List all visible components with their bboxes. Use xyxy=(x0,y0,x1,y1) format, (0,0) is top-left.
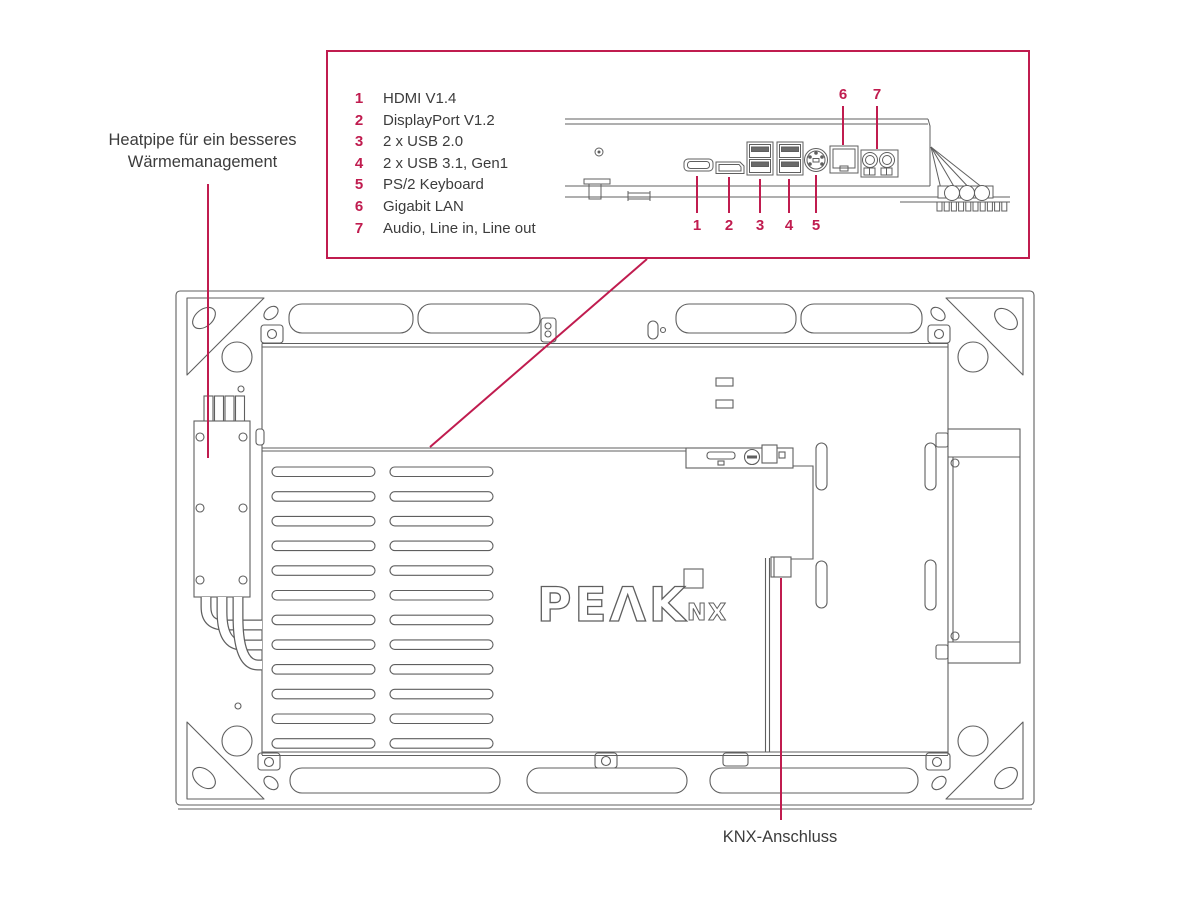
port-legend: 1 HDMI V1.4 2 DisplayPort V1.2 3 2 x USB… xyxy=(352,88,536,239)
port-number-5: 5 xyxy=(811,217,821,234)
legend-num: 5 xyxy=(354,176,364,194)
legend-label: Audio, Line in, Line out xyxy=(383,219,536,237)
port-number-6: 6 xyxy=(838,86,848,103)
legend-row: 4 2 x USB 3.1, Gen1 xyxy=(352,153,536,175)
right-module xyxy=(924,428,1021,664)
heatpipe-annotation: Heatpipe für ein besseres Wärmemanagemen… xyxy=(85,129,320,173)
legend-row: 2 DisplayPort V1.2 xyxy=(352,110,536,132)
legend-row: 1 HDMI V1.4 xyxy=(352,88,536,110)
peaknx-logo: PEΛK NX xyxy=(536,568,728,634)
latch-box xyxy=(685,442,828,609)
usb2-stack xyxy=(746,141,774,176)
port-number-7: 7 xyxy=(872,86,882,103)
bottom-fixing-tabs xyxy=(257,752,951,771)
logo-main-text: PEΛK xyxy=(537,578,688,633)
port-number-1: 1 xyxy=(692,217,702,234)
port-number-4: 4 xyxy=(784,217,794,234)
port-number-2: 2 xyxy=(724,217,734,234)
knx-annotation: KNX-Anschluss xyxy=(722,828,838,846)
usb31-stack xyxy=(776,141,804,176)
inner-chassis xyxy=(234,342,949,757)
legend-label: 2 x USB 3.1, Gen1 xyxy=(383,154,509,172)
knx-connector xyxy=(764,556,792,752)
bottom-mounting-slots xyxy=(263,767,947,794)
heatpipe-annotation-line1: Heatpipe für ein besseres xyxy=(108,131,297,149)
legend-row: 7 Audio, Line in, Line out xyxy=(352,218,536,240)
legend-label: HDMI V1.4 xyxy=(383,90,457,107)
heatpipe-assembly xyxy=(193,395,262,671)
underside-bracket xyxy=(583,178,651,201)
corner-bracket-bottom-left xyxy=(186,721,265,800)
legend-num: 1 xyxy=(354,90,364,107)
corner-bracket-top-right xyxy=(945,297,1024,376)
corner-bracket-bottom-right xyxy=(945,721,1024,800)
legend-row: 5 PS/2 Keyboard xyxy=(352,174,536,196)
lan-port xyxy=(829,145,859,174)
port-number-3: 3 xyxy=(755,217,765,234)
vent-panel xyxy=(262,447,686,749)
displayport-port xyxy=(715,161,745,174)
connector-side-view xyxy=(565,118,1010,212)
legend-num: 4 xyxy=(354,154,364,172)
legend-label: DisplayPort V1.2 xyxy=(383,111,495,129)
corner-bracket-top-left xyxy=(186,297,265,376)
heatpipe-tubes xyxy=(200,597,262,671)
audio-jacks xyxy=(860,149,899,178)
legend-num: 3 xyxy=(354,133,364,151)
callout-box xyxy=(326,50,1030,259)
legend-num: 2 xyxy=(354,111,364,129)
hdmi-port xyxy=(683,158,714,172)
ps2-port xyxy=(804,148,828,172)
leader-lines xyxy=(207,106,878,820)
logo-sub-text: NX xyxy=(687,600,728,626)
top-mounting-slots xyxy=(263,303,946,334)
device-rear-view: PEΛK NX xyxy=(175,290,1035,810)
legend-label: 2 x USB 2.0 xyxy=(383,133,464,151)
legend-label: Gigabit LAN xyxy=(383,197,464,215)
top-fixing-tabs xyxy=(260,317,951,344)
heatpipe-annotation-line2: Wärmemanagement xyxy=(127,153,278,171)
hinge-fanout xyxy=(930,146,994,201)
leader-callout-diagonal xyxy=(429,258,648,448)
legend-row: 3 2 x USB 2.0 xyxy=(352,131,536,153)
legend-row: 6 Gigabit LAN xyxy=(352,196,536,218)
legend-label: PS/2 Keyboard xyxy=(383,176,484,194)
legend-num: 6 xyxy=(354,197,364,215)
legend-num: 7 xyxy=(354,219,364,237)
outer-frame xyxy=(175,290,1035,806)
